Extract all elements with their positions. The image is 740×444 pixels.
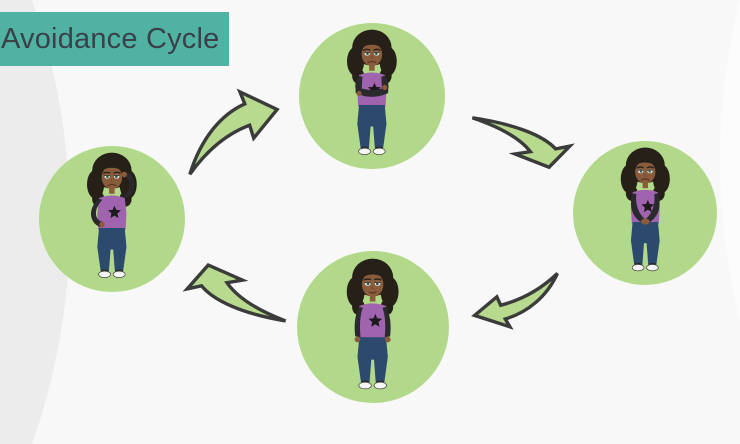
cycle-stage-bottom	[297, 251, 449, 403]
cycle-stage-left	[39, 146, 185, 292]
figure-woman-hand-on-hip-concerned	[86, 152, 138, 279]
arrow-right-to-bottom	[475, 273, 558, 326]
slide-title-text: Avoidance Cycle	[1, 22, 220, 55]
cycle-stage-right	[573, 141, 717, 285]
arrow-top-to-right	[472, 118, 569, 167]
cycle-stage-top	[299, 23, 445, 169]
figure-woman-standing-calm	[346, 257, 400, 389]
slide-title: Avoidance Cycle	[0, 12, 229, 66]
figure-woman-arms-crossed-worried	[346, 29, 398, 156]
arrow-bottom-to-left	[187, 265, 285, 321]
arrow-left-to-top	[190, 92, 277, 174]
background-right-swoosh	[720, 0, 740, 321]
figure-woman-hands-clasped-sad	[620, 147, 670, 272]
